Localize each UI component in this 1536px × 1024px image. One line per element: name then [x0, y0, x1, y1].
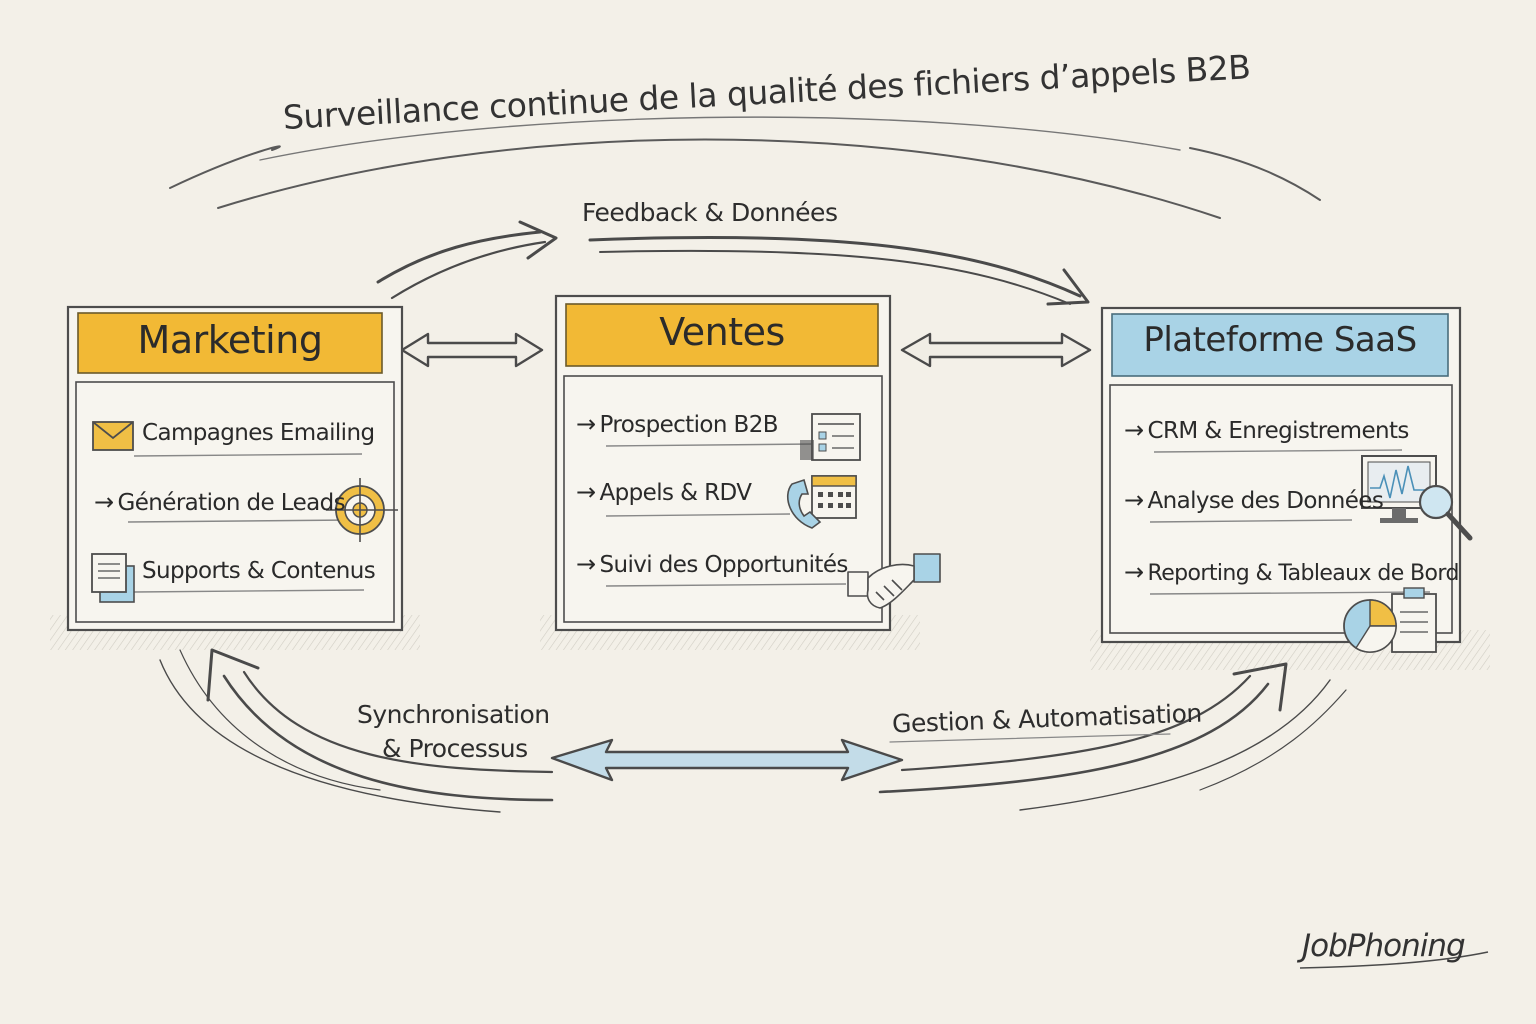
- bottom-double-arrow: [550, 738, 904, 782]
- marketing-item-emailing: Campagnes Emailing: [142, 420, 375, 446]
- arrow-right-icon: →: [1124, 558, 1144, 586]
- marketing-ventes-double-arrow: [400, 332, 544, 368]
- monitor-magnifier-icon: [1361, 455, 1473, 541]
- top-arrow-label: Feedback & Données: [582, 198, 838, 227]
- arrow-right-icon: →: [576, 550, 596, 578]
- jobphoning-logo: JobPhoning: [1302, 928, 1466, 964]
- marketing-item-supports: Supports & Contenus: [142, 558, 376, 584]
- bottom-right-automation-arrow: [878, 662, 1347, 811]
- bottom-left-arrow-label-line1: Synchronisation: [357, 700, 550, 729]
- envelope-icon: [92, 421, 134, 451]
- marketing-header: Marketing: [137, 318, 323, 362]
- checklist-icon: [800, 413, 861, 461]
- bottom-left-sync-arrow: [159, 648, 554, 813]
- ventes-item-prospection: →Prospection B2B: [576, 410, 779, 438]
- ventes-box-frame: [554, 294, 892, 632]
- bottom-left-arrow-label-line2: & Processus: [382, 734, 528, 763]
- arrow-right-icon: →: [1124, 416, 1144, 444]
- marketing-box-frame: [66, 305, 404, 632]
- arrow-right-icon: →: [1124, 486, 1144, 514]
- ventes-item-appels: →Appels & RDV: [576, 478, 752, 506]
- ventes-item-suivi: →Suivi des Opportunités: [576, 550, 848, 578]
- arrow-right-icon: →: [576, 478, 596, 506]
- phone-calendar-icon: [787, 475, 857, 529]
- saas-header: Plateforme SaaS: [1143, 320, 1417, 360]
- saas-item-reporting: →Reporting & Tableaux de Bord: [1124, 558, 1459, 586]
- marketing-item-leads: →Génération de Leads: [94, 488, 346, 516]
- target-icon: [326, 478, 398, 542]
- arrow-right-icon: →: [576, 410, 596, 438]
- ventes-header: Ventes: [659, 310, 785, 354]
- handshake-icon: [847, 553, 941, 609]
- logo-underline: [1299, 951, 1489, 969]
- arrow-right-icon: →: [94, 488, 114, 516]
- saas-item-crm: →CRM & Enregistrements: [1124, 416, 1409, 444]
- title-arc-lines: [169, 116, 1321, 219]
- documents-icon: [91, 553, 135, 603]
- pie-chart-clipboard-icon: [1343, 587, 1437, 653]
- ventes-saas-double-arrow: [900, 332, 1092, 368]
- top-feedback-arrow: [376, 220, 1090, 306]
- saas-item-analyse: →Analyse des Données: [1124, 486, 1384, 514]
- saas-box-frame: [1100, 306, 1462, 644]
